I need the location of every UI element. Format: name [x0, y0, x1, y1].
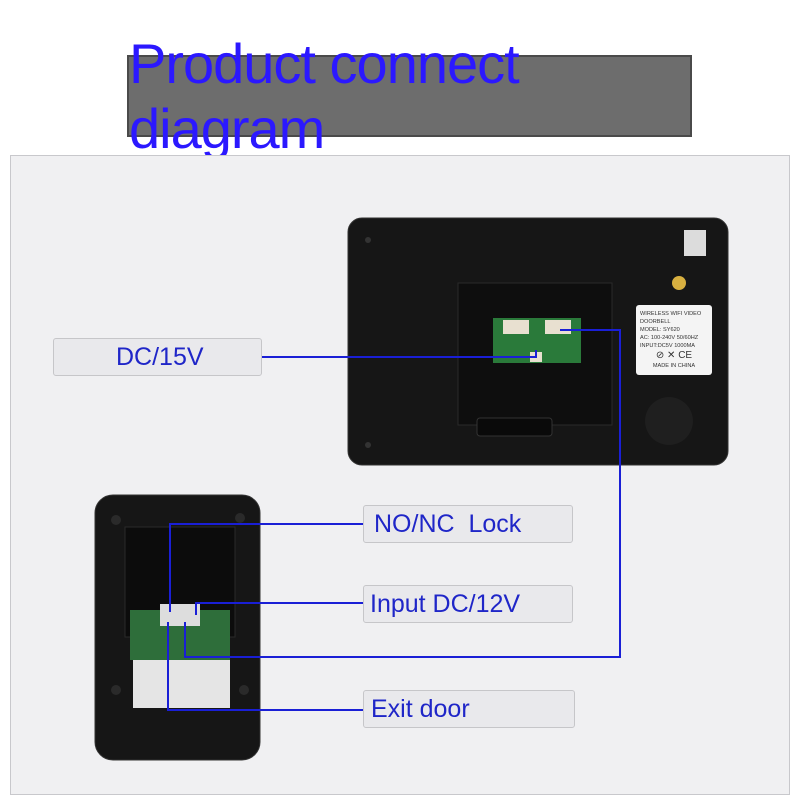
sticker-line: WIRELESS WIFI VIDEO DOORBELL: [640, 311, 702, 325]
monitor-rating-label: WIRELESS WIFI VIDEO DOORBELL MODEL: SY62…: [636, 305, 712, 375]
indoor-monitor: [347, 217, 729, 466]
label-dc15v: DC/15V: [53, 338, 262, 376]
wire-monitor-to-camera: [184, 329, 621, 658]
label-no-nc-lock: NO/NC Lock: [363, 505, 573, 543]
wire-dc15v: [262, 350, 537, 358]
sticker-model: MODEL: SY620: [640, 327, 680, 333]
sticker-line: INPUT:DC5V 1000MA: [640, 343, 696, 349]
label-input-dc12v: Input DC/12V: [363, 585, 573, 623]
label-exit-door: Exit door: [363, 690, 575, 728]
sticker-line: MADE IN CHINA: [652, 363, 696, 369]
wire-input-dc12v: [195, 602, 363, 615]
wire-no-nc-lock: [169, 523, 363, 612]
outdoor-camera-unit: [94, 494, 261, 761]
wire-exit-door: [167, 622, 363, 711]
sticker-line: AC: 100-240V 50/60HZ: [640, 335, 699, 341]
speaker-grille: [645, 397, 693, 445]
page-title: Product connect diagram: [129, 32, 520, 160]
certification-icons: ⊘ ✕ CE: [655, 350, 693, 361]
title-banner: Product connect diagram: [127, 32, 692, 160]
hologram-sticker: [672, 276, 686, 290]
